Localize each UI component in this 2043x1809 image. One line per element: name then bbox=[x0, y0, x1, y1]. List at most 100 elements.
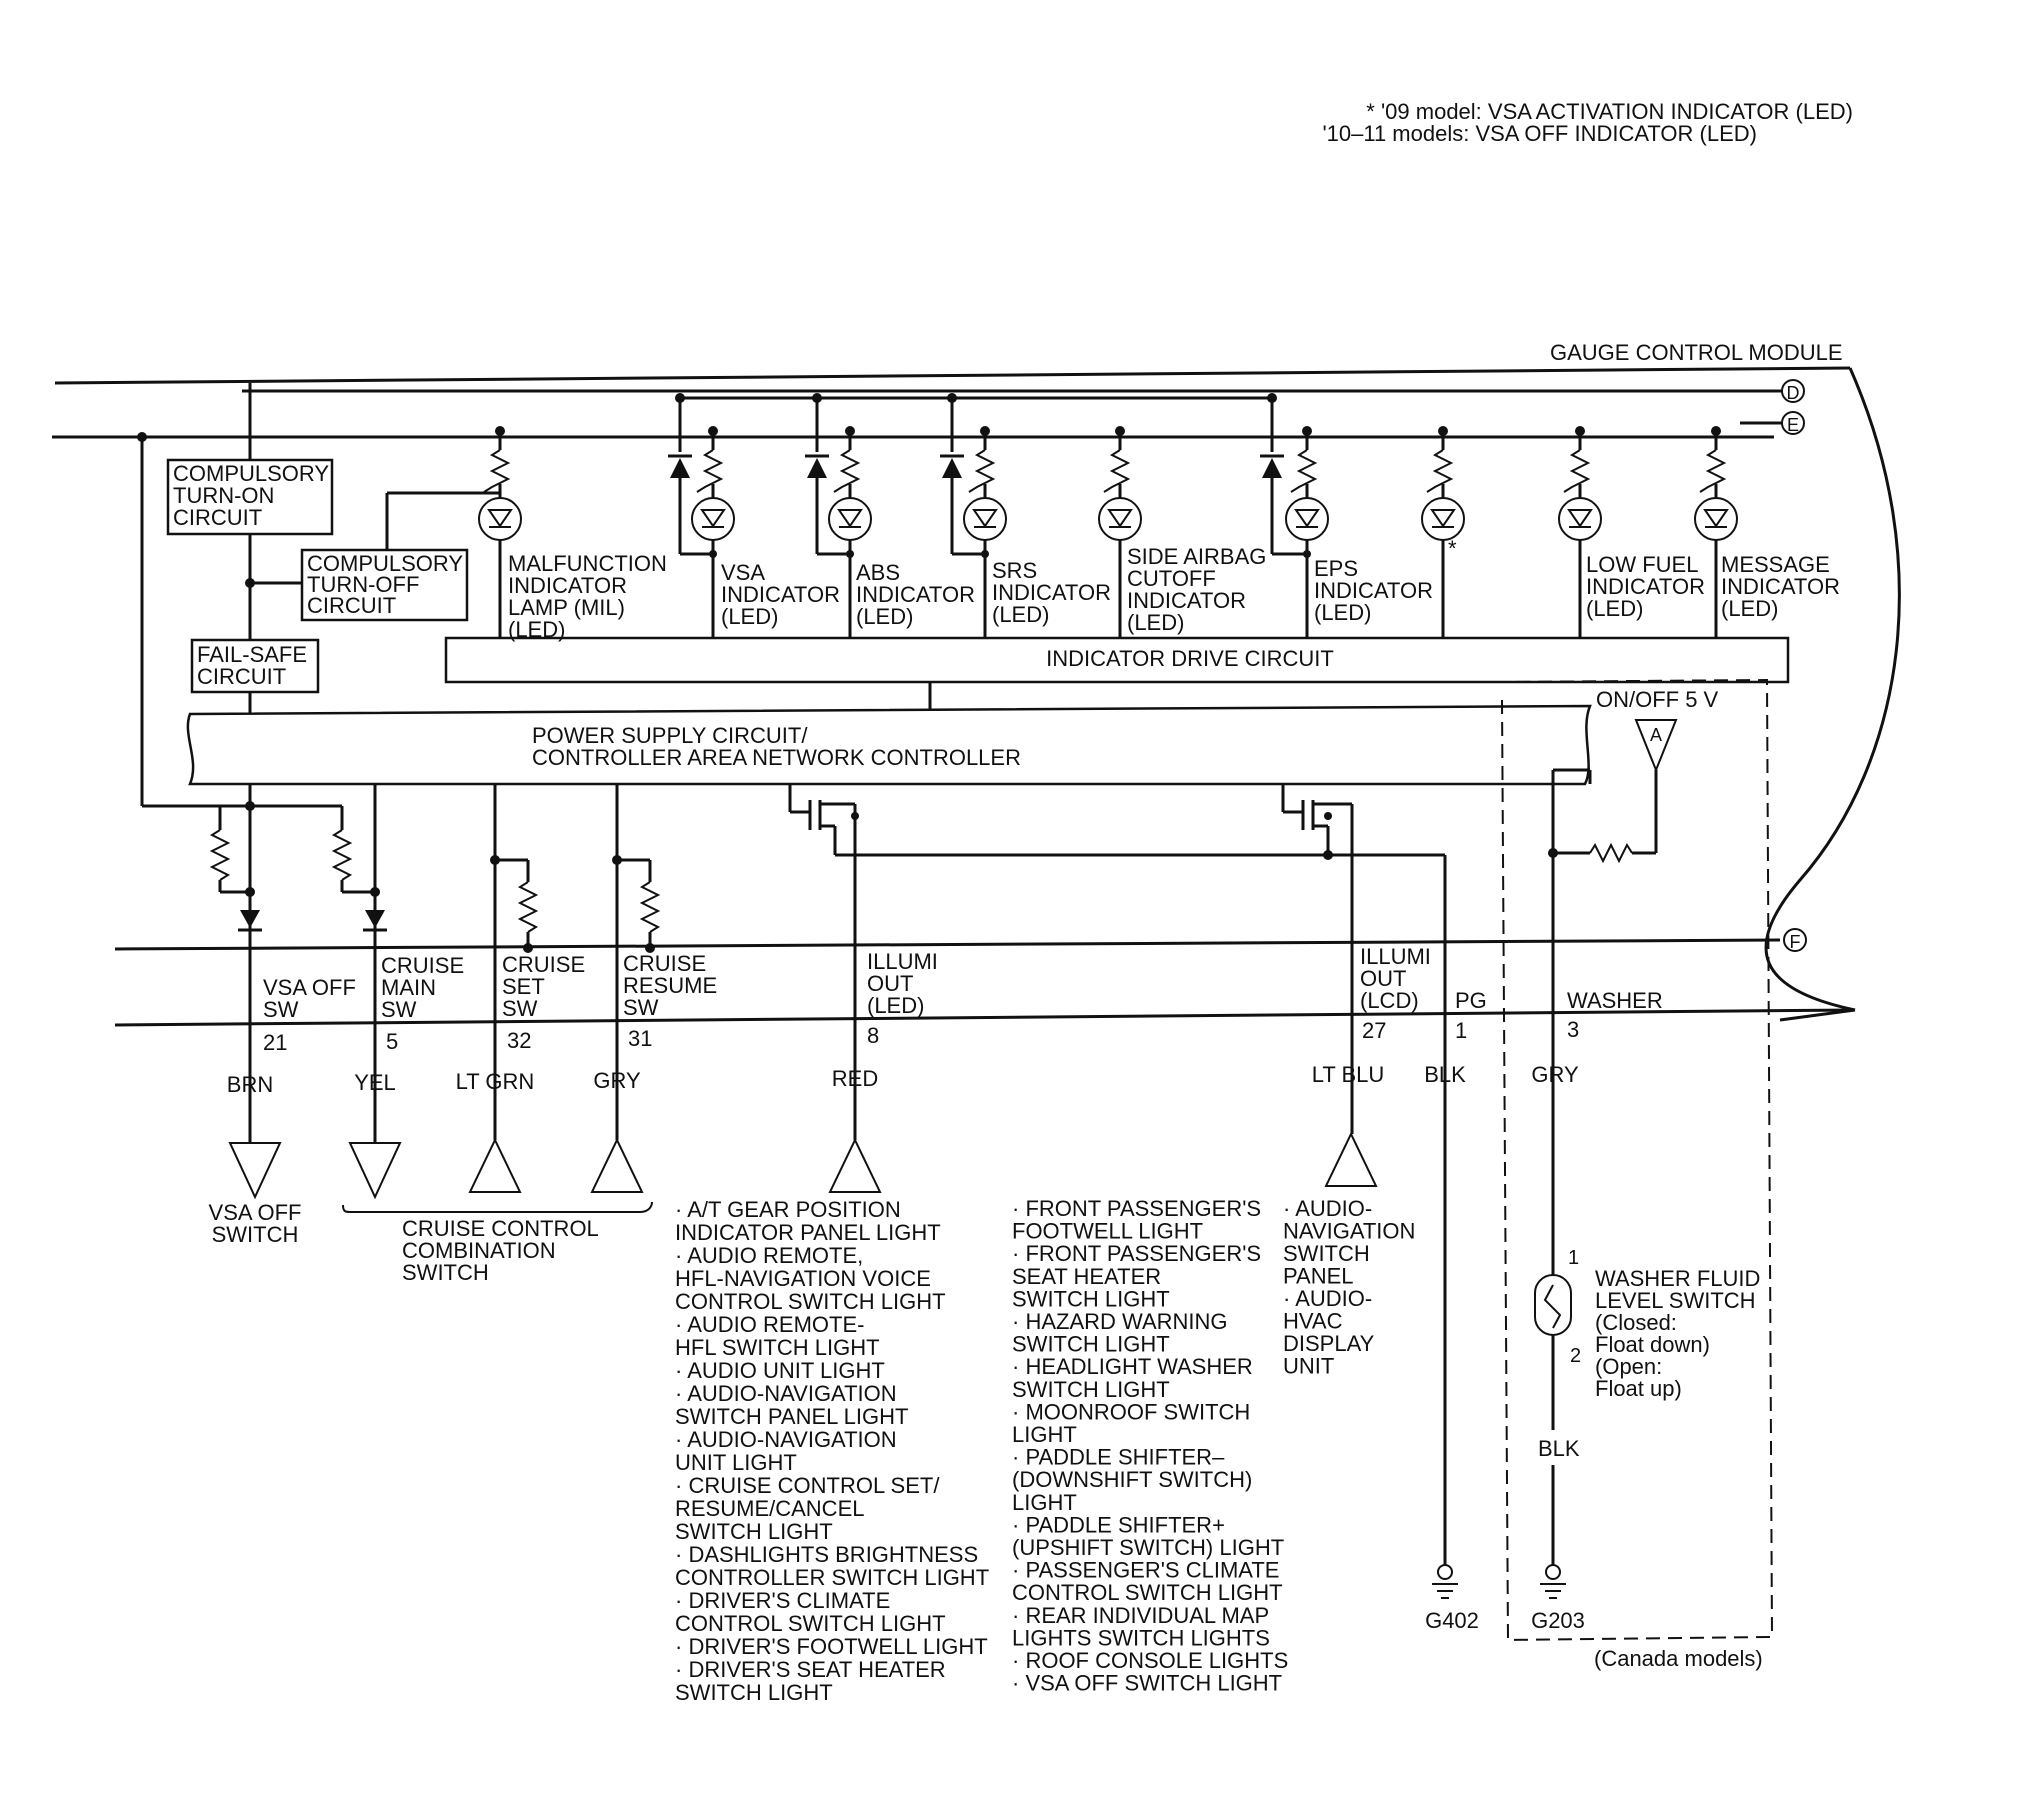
list-line: UNIT LIGHT bbox=[675, 1450, 797, 1475]
svg-text:(LED): (LED) bbox=[856, 604, 913, 629]
svg-text:2: 2 bbox=[1570, 1345, 1581, 1367]
list-line: INDICATOR PANEL LIGHT bbox=[675, 1220, 941, 1245]
svg-text:SW: SW bbox=[381, 997, 417, 1022]
svg-text:SW: SW bbox=[263, 997, 299, 1022]
svg-text:VSA OFF: VSA OFF bbox=[263, 975, 356, 1000]
svg-text:G203: G203 bbox=[1531, 1608, 1585, 1633]
pin-31-label: CRUISE RESUME SW 31 GRY bbox=[593, 951, 717, 1093]
low-fuel-led bbox=[1558, 426, 1602, 638]
svg-text:SWITCH: SWITCH bbox=[402, 1260, 489, 1285]
washer-fluid-level-switch: 1 2 WASHER FLUID LEVEL SWITCH (Closed: F… bbox=[1534, 1247, 1760, 1461]
compulsory-turn-off-box: COMPULSORY TURN-OFF CIRCUIT bbox=[300, 548, 469, 622]
svg-text:ILLUMI: ILLUMI bbox=[1360, 944, 1431, 969]
footnote-line-1: * '09 model: VSA ACTIVATION INDICATOR (L… bbox=[1366, 99, 1853, 124]
list-line: · AUDIO REMOTE- bbox=[675, 1312, 864, 1337]
list-line: · AUDIO-NAVIGATION bbox=[675, 1427, 897, 1452]
cruise-control-switch-label: CRUISE CONTROL COMBINATION SWITCH bbox=[402, 1216, 599, 1285]
svg-text:INDICATOR: INDICATOR bbox=[1586, 574, 1705, 599]
cruise-resume-connector bbox=[590, 1137, 644, 1193]
indicator-label-low-fuel: LOW FUEL INDICATOR (LED) bbox=[1586, 552, 1705, 621]
pin-21-label: VSA OFF SW 21 BRN bbox=[227, 975, 356, 1097]
list-line: · PADDLE SHIFTER– bbox=[1012, 1445, 1225, 1470]
cruise-set-connector bbox=[468, 1137, 522, 1193]
svg-text:SET: SET bbox=[502, 974, 545, 999]
list-line: · MOONROOF SWITCH bbox=[1012, 1399, 1250, 1424]
asterisk-led bbox=[1421, 426, 1465, 638]
svg-text:GRY: GRY bbox=[1531, 1062, 1579, 1087]
ground-g402: G402 bbox=[1425, 1564, 1479, 1633]
pin-32-label: CRUISE SET SW 32 LT GRN bbox=[456, 952, 585, 1094]
svg-text:LT BLU: LT BLU bbox=[1312, 1062, 1385, 1087]
vsa-off-switch-label: VSA OFF SWITCH bbox=[209, 1200, 302, 1247]
svg-text:CIRCUIT: CIRCUIT bbox=[307, 593, 396, 618]
list-line: HFL-NAVIGATION VOICE bbox=[675, 1266, 931, 1291]
svg-text:INDICATOR: INDICATOR bbox=[1127, 588, 1246, 613]
svg-text:LAMP (MIL): LAMP (MIL) bbox=[508, 595, 625, 620]
svg-text:VSA: VSA bbox=[721, 560, 765, 585]
vsa-led bbox=[668, 393, 735, 638]
list-line: LIGHT bbox=[1012, 1422, 1077, 1447]
list-line: CONTROL SWITCH LIGHT bbox=[675, 1289, 946, 1314]
pin-27-label: ILLUMI OUT (LCD) 27 LT BLU bbox=[1312, 944, 1431, 1087]
footnote: * '09 model: VSA ACTIVATION INDICATOR (L… bbox=[1322, 99, 1853, 146]
indicator-label-side-airbag: SIDE AIRBAG CUTOFF INDICATOR (LED) bbox=[1127, 544, 1266, 635]
list-line: · AUDIO- bbox=[1283, 1286, 1372, 1311]
svg-text:SIDE AIRBAG: SIDE AIRBAG bbox=[1127, 544, 1266, 569]
svg-text:COMPULSORY: COMPULSORY bbox=[307, 551, 463, 576]
cruise-main-connector bbox=[348, 1142, 402, 1200]
list-line: CONTROLLER SWITCH LIGHT bbox=[675, 1565, 989, 1590]
svg-text:RED: RED bbox=[832, 1066, 878, 1091]
list-line: NAVIGATION bbox=[1283, 1219, 1415, 1244]
list-line: · HAZARD WARNING bbox=[1012, 1309, 1228, 1334]
indicator-labels: MALFUNCTION INDICATOR LAMP (MIL) (LED) V… bbox=[508, 536, 1840, 642]
list-line: · FRONT PASSENGER'S bbox=[1012, 1241, 1261, 1266]
module-outline: GAUGE CONTROL MODULE bbox=[54, 340, 1901, 1022]
svg-text:MESSAGE: MESSAGE bbox=[1721, 552, 1830, 577]
svg-text:OUT: OUT bbox=[1360, 966, 1406, 991]
svg-text:LT GRN: LT GRN bbox=[456, 1069, 535, 1094]
svg-text:Float down): Float down) bbox=[1595, 1332, 1710, 1357]
list-line: SWITCH PANEL LIGHT bbox=[675, 1404, 908, 1429]
list-line: SWITCH LIGHT bbox=[1012, 1377, 1170, 1402]
terminal-f: F bbox=[1783, 928, 1807, 952]
svg-text:CIRCUIT: CIRCUIT bbox=[173, 505, 262, 530]
svg-text:1: 1 bbox=[1568, 1247, 1579, 1269]
list-line: SWITCH LIGHT bbox=[675, 1680, 833, 1705]
svg-text:MALFUNCTION: MALFUNCTION bbox=[508, 551, 667, 576]
svg-text:CRUISE: CRUISE bbox=[502, 952, 585, 977]
list-line: · A/T GEAR POSITION bbox=[675, 1197, 901, 1222]
svg-text:INDICATOR: INDICATOR bbox=[1314, 578, 1433, 603]
asterisk-mark: * bbox=[1448, 536, 1457, 561]
pin-labels: VSA OFF SW 21 BRN CRUISE MAIN SW 5 YEL C… bbox=[227, 944, 1663, 1097]
svg-text:SW: SW bbox=[502, 996, 538, 1021]
svg-text:(LED): (LED) bbox=[508, 617, 565, 642]
list-line: HVAC bbox=[1283, 1309, 1343, 1334]
list-line: SWITCH LIGHT bbox=[675, 1519, 833, 1544]
svg-text:TURN-ON: TURN-ON bbox=[173, 483, 274, 508]
switch-inputs: F A ON/OFF 5 V bbox=[114, 687, 1856, 1105]
svg-text:(LED): (LED) bbox=[992, 602, 1049, 627]
list-line: (UPSHIFT SWITCH) LIGHT bbox=[1012, 1535, 1284, 1560]
svg-text:WASHER FLUID: WASHER FLUID bbox=[1595, 1266, 1760, 1291]
illumi-led-connector bbox=[828, 1137, 882, 1193]
indicator-label-eps: EPS INDICATOR (LED) bbox=[1314, 556, 1433, 625]
svg-text:MAIN: MAIN bbox=[381, 975, 436, 1000]
svg-text:OUT: OUT bbox=[867, 971, 913, 996]
indicator-label-malfunction: MALFUNCTION INDICATOR LAMP (MIL) (LED) bbox=[508, 551, 667, 642]
svg-text:CRUISE: CRUISE bbox=[623, 951, 706, 976]
svg-text:8: 8 bbox=[867, 1023, 879, 1048]
list-line: LIGHTS SWITCH LIGHTS bbox=[1012, 1625, 1270, 1650]
svg-text:27: 27 bbox=[1362, 1018, 1386, 1043]
svg-text:G402: G402 bbox=[1425, 1608, 1479, 1633]
svg-text:31: 31 bbox=[628, 1026, 652, 1051]
svg-text:LEVEL SWITCH: LEVEL SWITCH bbox=[1595, 1288, 1756, 1313]
svg-text:21: 21 bbox=[263, 1030, 287, 1055]
indicator-label-vsa: VSA INDICATOR (LED) bbox=[721, 560, 840, 629]
svg-text:ABS: ABS bbox=[856, 560, 900, 585]
svg-text:INDICATOR: INDICATOR bbox=[508, 573, 627, 598]
svg-text:WASHER: WASHER bbox=[1567, 988, 1663, 1013]
svg-text:COMBINATION: COMBINATION bbox=[402, 1238, 556, 1263]
list-line: · CRUISE CONTROL SET/ bbox=[675, 1473, 940, 1498]
list-line: · AUDIO REMOTE, bbox=[675, 1243, 863, 1268]
